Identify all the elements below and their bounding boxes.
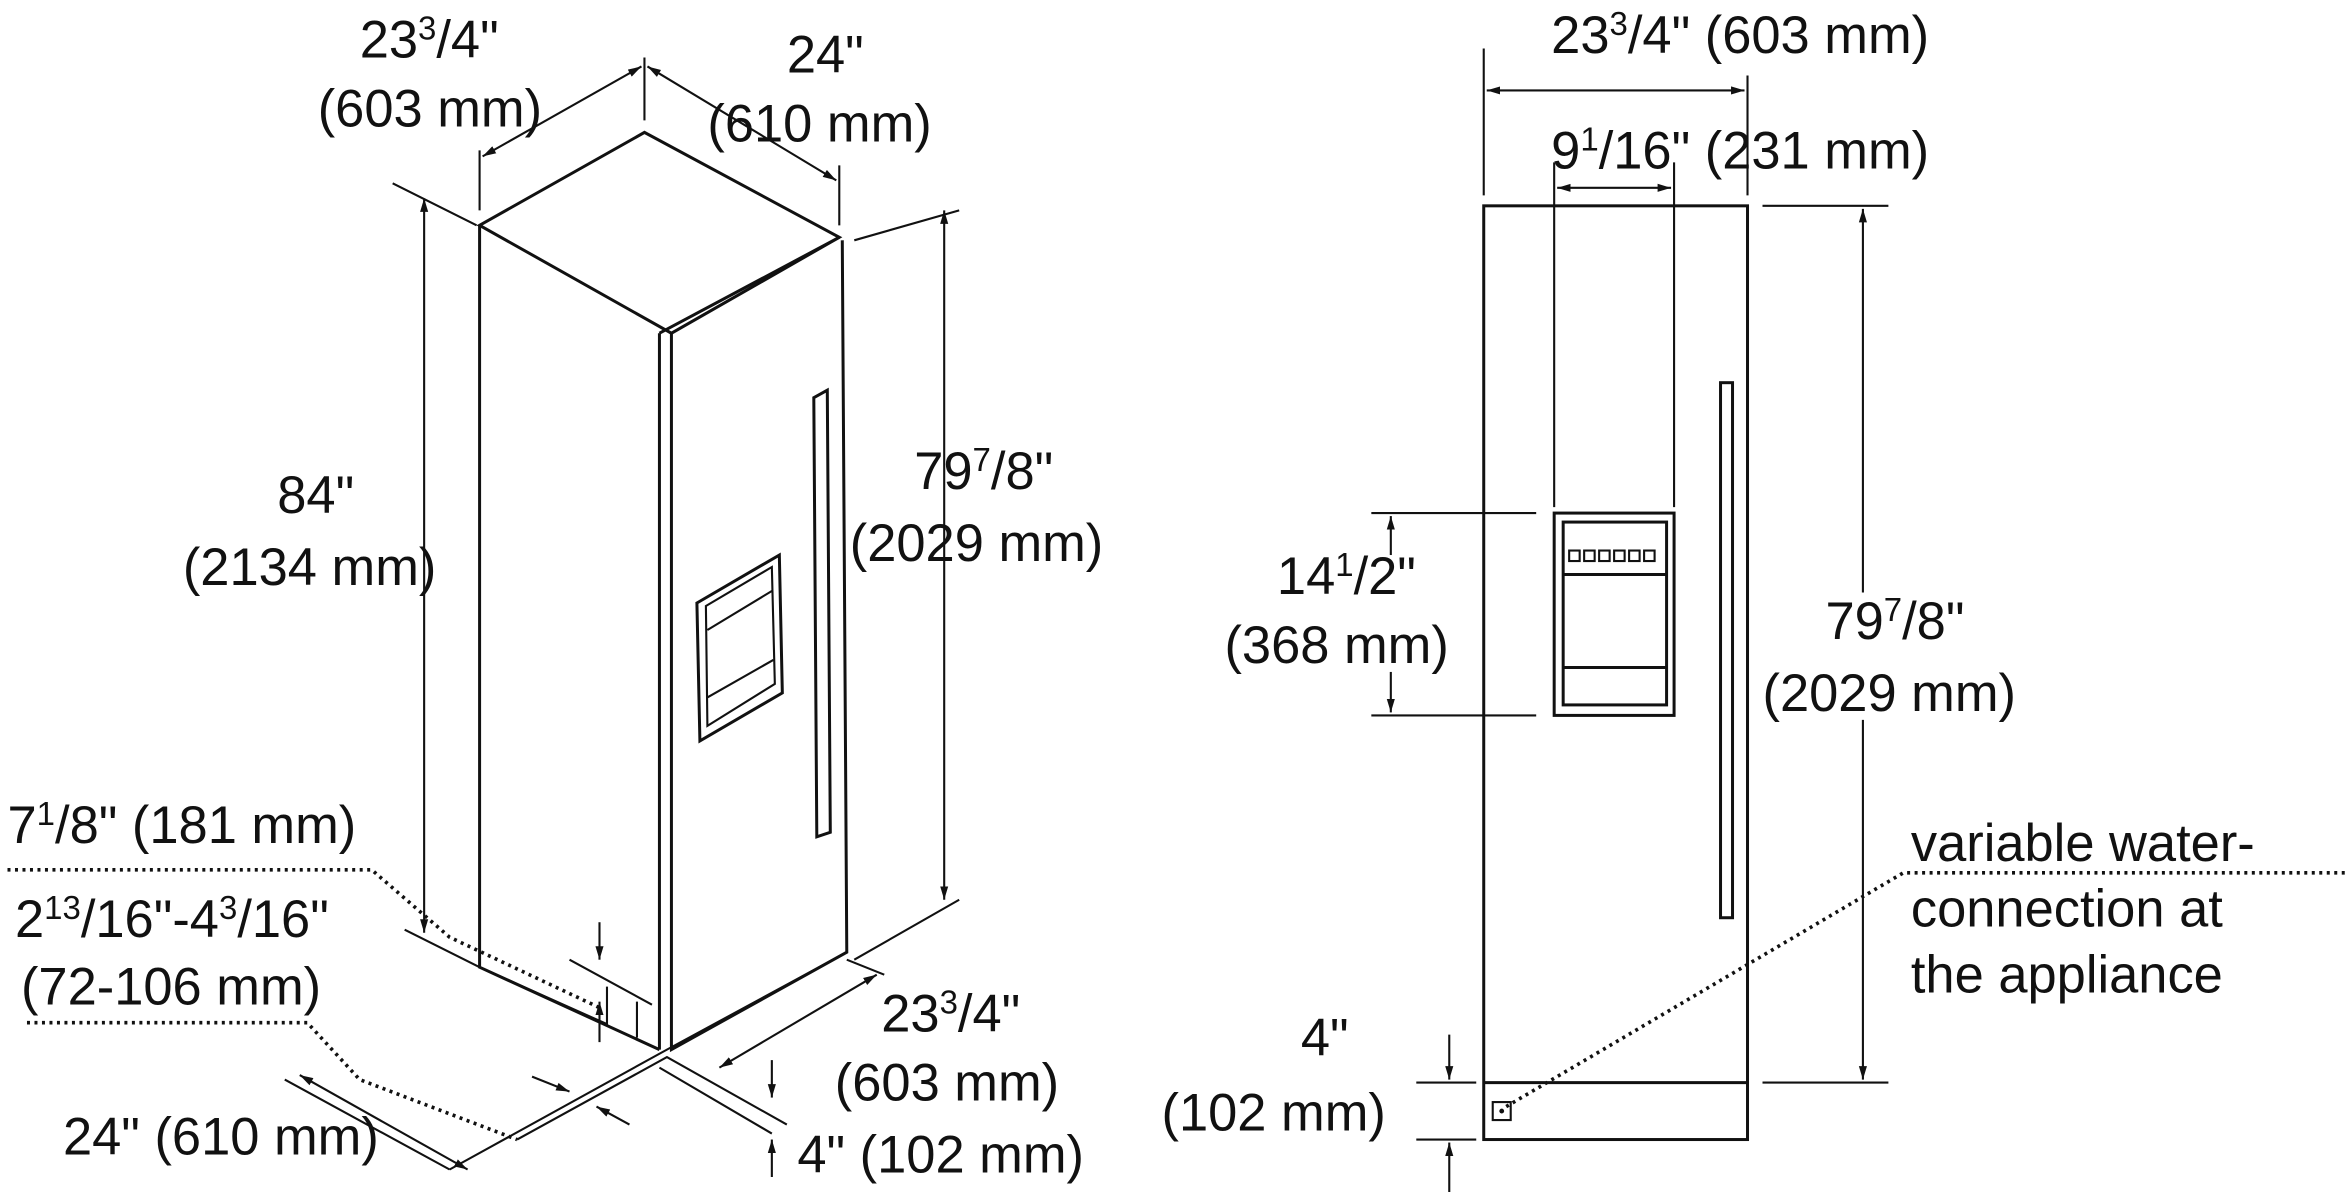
isometric-fridge	[476, 130, 849, 1053]
water-connection-icon	[1491, 1101, 1512, 1122]
label-door-height-front: 797/8"	[1825, 591, 1964, 651]
iso-dimensions	[7, 57, 960, 1178]
label-width: 233/4" (603 mm)	[1551, 5, 1929, 65]
iso-handle	[812, 387, 832, 839]
label-dispenser-height-mm: (368 mm)	[1224, 617, 1448, 675]
label-bottom-depth: 233/4"	[881, 984, 1020, 1044]
label-bottom-base: 4" (102 mm)	[797, 1127, 1084, 1185]
label-bottom-width: 24" (610 mm)	[63, 1109, 379, 1167]
label-top-width-mm: (610 mm)	[707, 95, 931, 153]
front-fridge	[1482, 204, 1750, 1142]
front-dimensions	[1371, 48, 2346, 1192]
label-total-height: 84"	[277, 467, 354, 525]
water-connection-note-line-3: the appliance	[1911, 947, 2223, 1005]
label-door-height-mm: (2029 mm)	[850, 515, 1104, 573]
label-top-depth: 233/4"	[360, 9, 499, 69]
front-dispenser	[1552, 511, 1676, 717]
label-base: 4"	[1301, 1010, 1349, 1068]
label-door-height: 797/8"	[914, 441, 1053, 501]
front-handle	[1719, 381, 1735, 920]
iso-dispenser	[695, 552, 784, 744]
label-dispenser-height: 141/2"	[1277, 546, 1416, 606]
iso-labels: 233/4" (603 mm) 24" (610 mm) 84" (2134 m…	[7, 9, 1103, 1184]
label-bottom-depth-mm: (603 mm)	[835, 1055, 1059, 1113]
water-connection-note-line-2: connection at	[1911, 881, 2223, 939]
label-base-mm: (102 mm)	[1162, 1085, 1386, 1143]
label-total-height-mm: (2134 mm)	[183, 539, 437, 597]
front-labels: 233/4" (603 mm) 91/16" (231 mm) 141/2" (…	[1162, 5, 2255, 1143]
label-adjust-mm: (72-106 mm)	[21, 959, 321, 1017]
label-top-width: 24"	[787, 26, 864, 84]
label-adjust: 213/16"-43/16"	[15, 889, 329, 949]
label-dispenser-width: 91/16" (231 mm)	[1551, 120, 1929, 180]
label-top-depth-mm: (603 mm)	[318, 80, 542, 138]
label-toe-kick: 71/8" (181 mm)	[7, 795, 356, 855]
water-connection-note-line-1: variable water-	[1911, 815, 2255, 873]
label-door-height-front-mm: (2029 mm)	[1763, 665, 2017, 723]
